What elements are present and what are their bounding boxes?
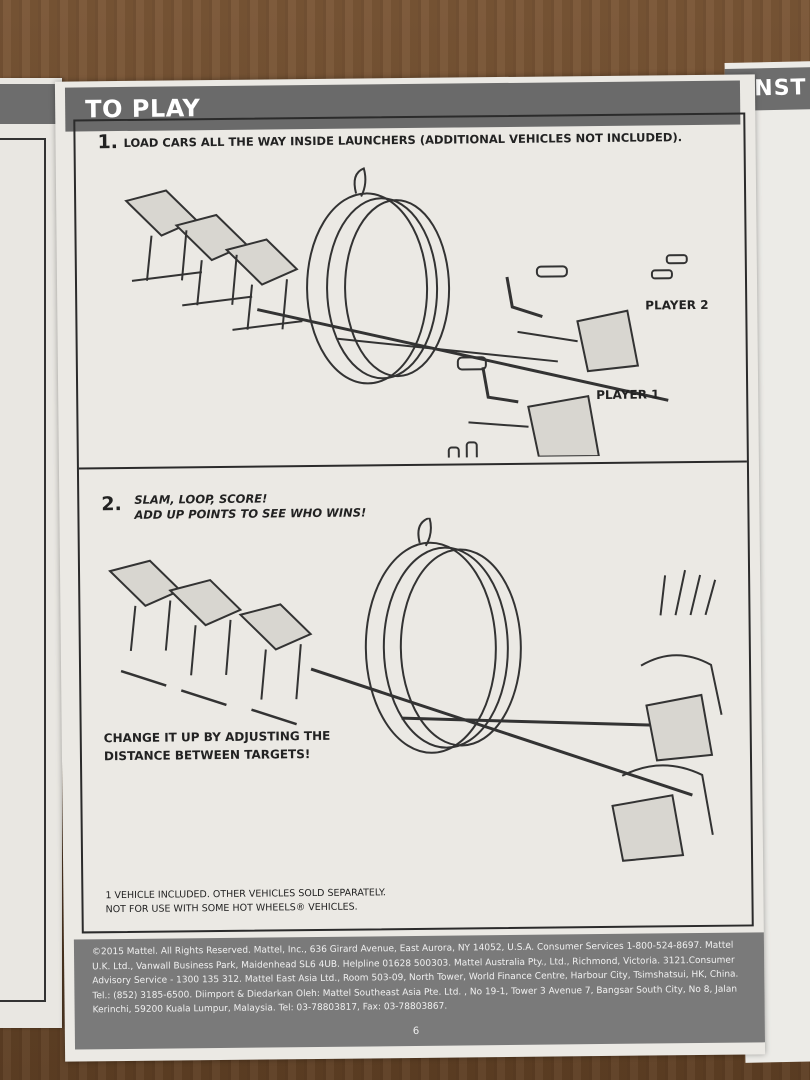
step1-number: 1. — [97, 131, 119, 154]
change-line2: DISTANCE BETWEEN TARGETS! — [103, 747, 311, 764]
page-number: 6 — [412, 1025, 420, 1037]
step-divider — [78, 460, 747, 470]
left-page-frame — [0, 138, 46, 1002]
legal-footer: ©2015 Mattel. All Rights Reserved. Matte… — [73, 932, 765, 1050]
change-line1: CHANGE IT UP BY ADJUSTING THE — [103, 728, 331, 746]
step2-number: 2. — [101, 493, 122, 516]
note-line2: NOT FOR USE WITH SOME HOT WHEELS® VEHICL… — [105, 901, 358, 916]
player2-label: PLAYER 2 — [645, 297, 709, 313]
step1-illustration — [124, 167, 688, 462]
legal-text: ©2015 Mattel. All Rights Reserved. Matte… — [91, 940, 739, 1016]
step2-line1: SLAM, LOOP, SCORE! — [134, 491, 268, 507]
left-page-header-band — [0, 84, 60, 124]
step2-illustration — [108, 516, 723, 862]
left-page-fragment — [0, 78, 62, 1028]
player1-label: PLAYER 1 — [596, 387, 660, 403]
instruction-page: TO PLAY 1. LOAD CARS ALL THE WAY INSIDE … — [54, 74, 766, 1062]
step1-text: LOAD CARS ALL THE WAY INSIDE LAUNCHERS (… — [123, 130, 683, 150]
instruction-frame: 1. LOAD CARS ALL THE WAY INSIDE LAUNCHER… — [73, 112, 754, 934]
